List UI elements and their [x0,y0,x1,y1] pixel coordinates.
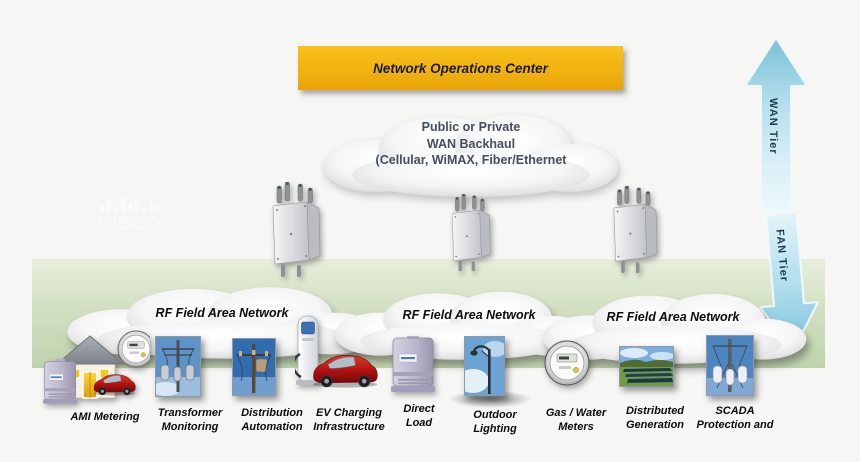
label-outdoor-lighting: Outdoor Lighting [473,409,517,435]
wan-cloud-line-1: Public or Private [421,120,521,134]
cisco-bridge-icon [80,194,180,212]
label-distribution-automation: Distribution Automation [241,407,303,433]
label-gas-water-meters: Gas / Water Meters [545,407,607,433]
label-distributed-generation: Distributed Generation [625,405,685,431]
grid-router-1 [272,182,321,278]
outdoor-lighting-photo [464,336,505,396]
distribution-automation-photo [232,338,276,396]
wan-cloud-line-2: WAN Backhaul [426,136,516,151]
label-direct-load: Direct Load [403,403,435,429]
label-ev-charging-infrastructure: EV Charging Infrastructure [313,407,385,433]
cisco-logo-text: CISCO [98,214,162,233]
ami-metering-cluster [42,330,150,405]
label-scada-protection: SCADA Protection and [696,405,774,431]
grid-router-2 [451,194,491,272]
fan-tier-arrow: FAN Tier [751,210,823,355]
gas-water-meter [544,340,590,386]
direct-load-box [390,336,436,393]
grid-router-3 [613,186,658,274]
rf-fan-cloud-3-label: RF Field Area Network [606,310,740,324]
cisco-logo: CISCO [80,194,180,244]
network-operations-center-banner: Network Operations Center [298,46,623,90]
rf-fan-cloud-2-label: RF Field Area Network [402,308,536,322]
transformer-monitoring-photo [155,336,201,397]
wan-cloud-text: Public or Private WAN Backhaul (Cellular… [330,119,612,169]
ev-car [312,354,378,389]
wan-cloud-line-3: (Cellular, WiMAX, Fiber/Ethernet [375,153,567,167]
distributed-generation-photo [619,346,674,387]
rf-fan-cloud-1-label: RF Field Area Network [155,306,289,320]
scada-photo [706,335,754,396]
label-ami-metering: AMI Metering [70,411,140,423]
label-transformer-monitoring: Transformer Monitoring [157,407,223,433]
wan-tier-arrow: WAN Tier [743,36,809,212]
wan-tier-label: WAN Tier [767,98,779,155]
noc-banner-label: Network Operations Center [373,60,548,76]
